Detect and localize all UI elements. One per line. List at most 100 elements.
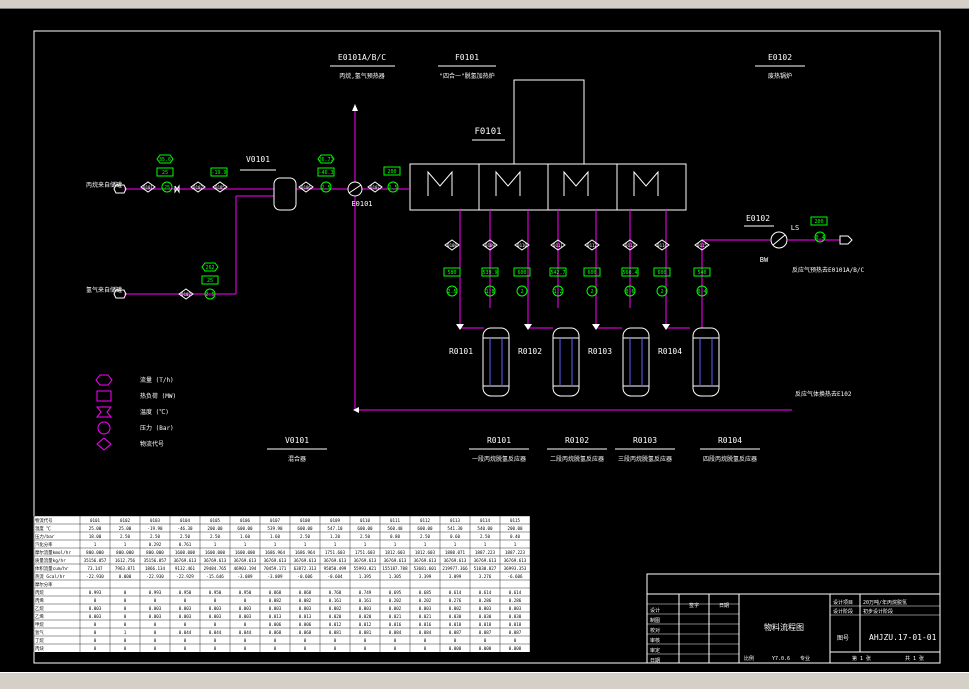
pressure-value: 2.5: [388, 185, 397, 191]
title-row-label: 设计: [650, 607, 660, 614]
table-cell: 0113: [450, 518, 461, 523]
svg-text:E0102: E0102: [768, 53, 792, 62]
table-cell: 0103: [150, 518, 161, 523]
reactor-label: R0102: [518, 347, 542, 356]
table-cell: 汽化分率: [35, 541, 53, 548]
table-cell: 0102: [120, 518, 131, 523]
table-cell: 0.020: [329, 614, 342, 619]
top-label-e0102: E0102 废热锅炉: [755, 53, 805, 80]
sheet-total: 共 1 张: [905, 655, 924, 662]
pressure-tag: [204, 288, 216, 300]
table-cell: 0.286: [479, 598, 492, 603]
pressure-value: 0.6: [625, 289, 634, 295]
table-cell: 0: [124, 606, 127, 611]
svg-text:F0101: F0101: [455, 53, 479, 62]
table-cell: 1: [454, 542, 457, 547]
table-cell: 0: [184, 598, 187, 603]
temp-tag: [583, 267, 601, 277]
stream-id-tag: [140, 181, 156, 193]
table-cell: 0.003: [299, 606, 312, 611]
table-cell: 0.614: [449, 590, 462, 595]
table-cell: 0.082: [269, 598, 282, 603]
legend-diamond-icon: [96, 437, 112, 451]
pressure-tag: [586, 285, 598, 297]
table-cell: 0.003: [509, 606, 522, 611]
stream-id: 0114: [657, 243, 667, 248]
pressure-value: 2: [590, 289, 593, 295]
table-cell: 95850.499: [324, 566, 347, 571]
table-cell: 0.003: [419, 606, 432, 611]
flow-value: 26.77: [318, 157, 333, 163]
table-cell: 摩尔流量kmol/hr: [35, 549, 71, 556]
table-cell: 乙烯: [35, 613, 44, 620]
table-cell: 0: [274, 646, 277, 651]
pressure-value: 0.4: [815, 235, 824, 241]
table-cell: 0.008: [449, 646, 462, 651]
table-cell: 0: [154, 630, 157, 635]
table-cell: 0.40: [510, 534, 521, 539]
table-cell: 1.305: [389, 574, 402, 579]
table-cell: 36769.613: [234, 558, 257, 563]
table-cell: 1: [424, 542, 427, 547]
temp-tag: [693, 267, 711, 277]
table-cell: 0: [244, 638, 247, 643]
feed-nozzles: [113, 184, 853, 299]
flow-tag: [156, 154, 174, 164]
table-cell: 0: [244, 646, 247, 651]
stream-id-tag: [178, 288, 194, 300]
stream-id: 0106: [301, 185, 311, 190]
table-cell: 0.950: [179, 590, 192, 595]
table-cell: 0.006: [269, 622, 282, 627]
table-cell: -22.930: [146, 574, 164, 579]
table-cell: 600.00: [417, 526, 433, 531]
legend-text: 压力 (Bar): [140, 424, 174, 432]
pressure-value: 1.2: [553, 289, 562, 295]
table-cell: 0: [334, 638, 337, 643]
table-cell: 0.012: [329, 622, 342, 627]
process-flow-diagram: E0101A/B/C 丙烷,氢气预热器 F0101 "四合一"脱氢加热炉 E01…: [33, 30, 941, 664]
table-cell: 29484.765: [204, 566, 227, 571]
table-cell: 36769.613: [294, 558, 317, 563]
table-cell: 1600.000: [235, 550, 256, 555]
table-cell: 0.087: [479, 630, 492, 635]
stream-id: 0113: [625, 243, 635, 248]
table-cell: 540.00: [477, 526, 493, 531]
table-cell: 0.003: [209, 606, 222, 611]
equipment-desc: 混合器: [288, 455, 306, 463]
title-row-label: 日期: [650, 658, 660, 664]
table-cell: 0: [124, 638, 127, 643]
equipment-labels: V0101混合器R0101一段丙烷脱氢反应器R0102二段丙烷脱氢反应器R010…: [267, 436, 760, 463]
title-block-frame: [646, 573, 941, 664]
table-cell: 1: [274, 542, 277, 547]
flow-tag: [317, 154, 335, 164]
legend-hexagon-icon: [95, 374, 113, 386]
pressure-value: 2.5: [447, 289, 456, 295]
table-cell: 73.147: [87, 566, 103, 571]
table-cell: 70459.171: [264, 566, 287, 571]
table-cell: 0110: [360, 518, 371, 523]
pressure-value: 0.4: [697, 289, 706, 295]
table-cell: 0: [124, 590, 127, 595]
table-cell: 0.003: [479, 606, 492, 611]
stream-id-tag: [482, 239, 498, 251]
table-cell: 0.030: [479, 614, 492, 619]
table-cell: 0: [424, 638, 427, 643]
table-cell: 2.50: [360, 534, 371, 539]
pressure-tag: [516, 285, 528, 297]
title-bottom-cell: Y7.0.6: [772, 656, 790, 662]
table-cell: 0: [124, 598, 127, 603]
dwg-no-label: 图号: [837, 635, 849, 642]
pressure-value: 2: [520, 289, 523, 295]
table-cell: 0.695: [389, 590, 402, 595]
table-cell: 丙烷: [35, 589, 44, 596]
mixer-v0101: [273, 177, 297, 211]
temp-tag: [549, 267, 567, 277]
table-cell: 0.021: [389, 614, 402, 619]
reactor-label: R0103: [588, 347, 612, 356]
table-cell: 9132.461: [175, 566, 196, 571]
top-label-e0101: E0101A/B/C 丙烷,氢气预热器: [330, 53, 395, 80]
table-cell: 1: [514, 542, 517, 547]
table-cell: 53681.601: [414, 566, 437, 571]
stream-id: 0108: [447, 243, 457, 248]
